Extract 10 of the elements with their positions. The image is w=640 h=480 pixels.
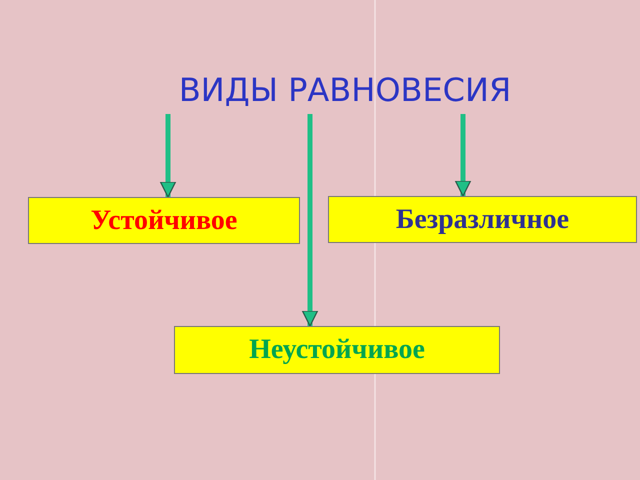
arrow [454,114,472,197]
unstable-box [174,326,500,374]
arrow [160,114,176,198]
node-label: Безразличное [396,204,570,236]
indifferent-box [328,196,637,243]
stable-box [28,197,300,244]
node-label: Устойчивое [90,204,238,236]
title-text: ВИДЫ РАВНОВЕСИЯ [178,71,512,109]
arrow [302,114,318,327]
node-label: Неустойчивое [249,334,425,366]
